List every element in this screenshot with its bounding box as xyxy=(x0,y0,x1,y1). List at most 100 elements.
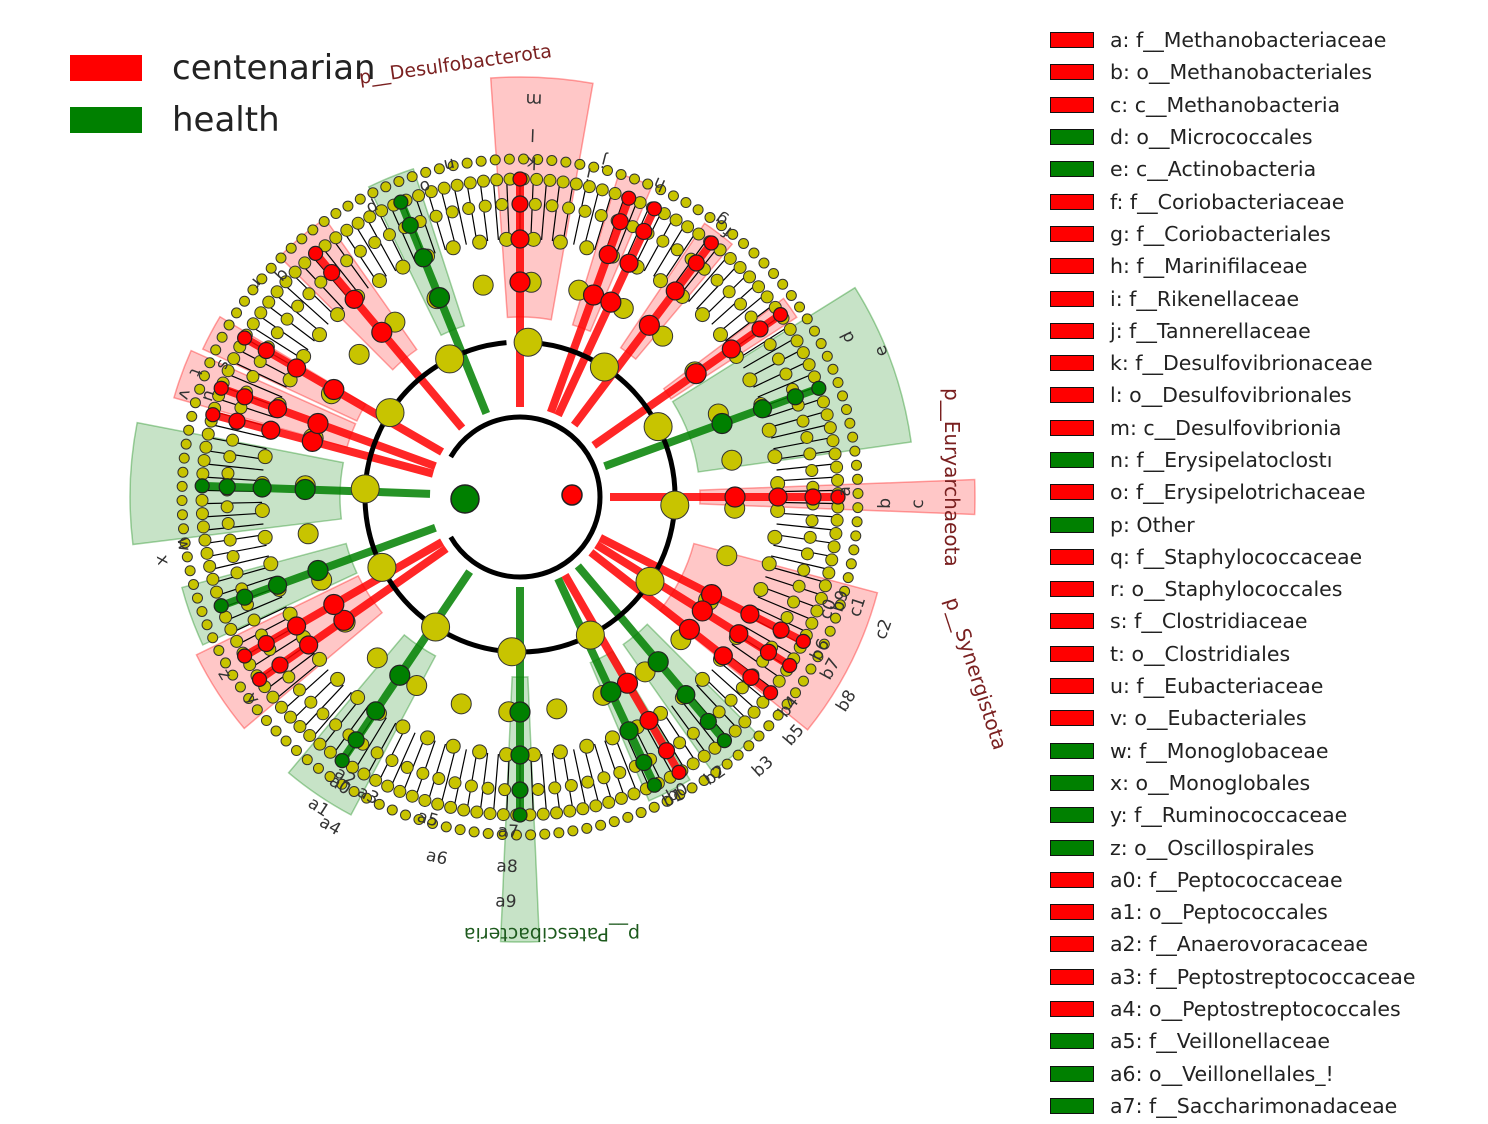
tree-node xyxy=(270,326,284,340)
tree-node xyxy=(316,707,330,721)
tree-node xyxy=(850,530,862,542)
tree-node xyxy=(366,701,386,721)
taxa-legend-swatch xyxy=(1050,161,1094,178)
taxa-legend-item: k: f__Desulfovibrionaceae xyxy=(1050,347,1480,379)
tree-node xyxy=(687,254,705,272)
tree-node xyxy=(429,209,443,223)
tree-node xyxy=(811,380,827,396)
tree-node xyxy=(552,744,568,760)
tree-node xyxy=(286,616,307,636)
tree-node xyxy=(370,746,384,760)
tree-node xyxy=(198,533,212,547)
taxa-legend-item: a4: o__Peptostreptococcales xyxy=(1050,993,1480,1025)
tree-node xyxy=(257,529,273,545)
tree-node xyxy=(218,478,236,496)
taxa-legend-label: s: f__Clostridiaceae xyxy=(1110,609,1308,634)
tree-node xyxy=(578,204,592,218)
tree-node xyxy=(293,720,307,734)
tree-branch xyxy=(242,538,445,660)
tree-node xyxy=(210,585,224,599)
tree-node xyxy=(733,260,747,274)
tree-node xyxy=(589,352,619,382)
tree-node xyxy=(713,327,729,343)
tree-node xyxy=(427,817,439,829)
tree-branch xyxy=(743,337,796,369)
tree-node xyxy=(814,591,828,605)
tree-node xyxy=(639,710,659,731)
tree-node xyxy=(203,559,217,573)
tree-branch xyxy=(312,250,466,431)
tree-node xyxy=(200,546,214,560)
tree-node xyxy=(464,779,478,793)
tree-node xyxy=(400,760,414,774)
tree-node xyxy=(330,307,346,323)
taxa-legend-label: o: f__Erysipelotrichaceae xyxy=(1110,480,1366,505)
tree-node xyxy=(228,412,246,430)
tree-node xyxy=(323,263,341,282)
tree-node xyxy=(821,350,833,362)
tree-node xyxy=(285,242,297,254)
tree-branch xyxy=(242,334,445,456)
tree-node xyxy=(685,363,707,385)
tree-node xyxy=(511,781,529,799)
tree-node xyxy=(680,197,692,209)
tree-node xyxy=(742,372,758,388)
tree-node xyxy=(489,154,501,166)
tree-node xyxy=(710,767,722,779)
tree-branch xyxy=(737,326,789,360)
tree-node xyxy=(350,690,366,706)
tree-node xyxy=(850,459,862,471)
taxa-legend-swatch xyxy=(1050,1001,1094,1018)
tree-node xyxy=(783,322,797,336)
tree-node xyxy=(294,478,316,501)
taxa-legend-item: a0: f__Peptococcaceae xyxy=(1050,864,1480,896)
clade-letter-l: l xyxy=(530,124,535,144)
taxa-legend-item: o: f__Erysipelotrichaceae xyxy=(1050,476,1480,508)
tree-node xyxy=(498,783,512,797)
taxa-legend-swatch xyxy=(1050,387,1094,404)
tree-node xyxy=(420,730,436,746)
tree-node xyxy=(536,807,550,821)
tree-node xyxy=(440,821,452,833)
tree-node xyxy=(582,180,596,194)
tree-branch xyxy=(614,736,638,793)
tree-node xyxy=(760,290,774,304)
tree-node xyxy=(496,829,508,841)
tree-node xyxy=(367,552,397,582)
tree-node xyxy=(221,466,235,480)
tree-node xyxy=(686,757,700,771)
tree-node xyxy=(270,285,284,299)
tree-branch xyxy=(203,463,264,471)
tree-node xyxy=(369,773,383,787)
tree-node xyxy=(825,553,839,567)
tree-node xyxy=(824,625,836,637)
tree-node xyxy=(812,651,824,663)
tree-branch xyxy=(219,524,437,610)
tree-node xyxy=(418,793,432,807)
tree-node xyxy=(483,807,497,821)
tree-branch xyxy=(207,544,267,558)
tree-node xyxy=(246,317,260,331)
tree-node xyxy=(373,798,385,810)
root-node xyxy=(450,484,480,514)
tree-node xyxy=(692,227,706,241)
taxa-legend-swatch xyxy=(1050,484,1094,501)
tree-node xyxy=(205,407,221,423)
taxa-legend-label: h: f__Marinifilaceae xyxy=(1110,254,1308,279)
tree-branch xyxy=(251,634,303,668)
phylum-label-synergistota: p__Synergistota xyxy=(940,594,1012,753)
tree-node xyxy=(198,370,210,382)
taxa-legend-item: a1: o__Peptococcales xyxy=(1050,896,1480,928)
tree-node xyxy=(237,330,253,346)
tree-node xyxy=(196,467,210,481)
tree-node xyxy=(405,789,419,803)
tree-node xyxy=(772,621,790,639)
tree-node xyxy=(461,157,473,169)
tree-node xyxy=(753,730,765,742)
tree-node xyxy=(823,421,837,435)
tree-node xyxy=(670,243,684,257)
tree-node xyxy=(581,822,593,834)
tree-node xyxy=(700,584,723,606)
tree-node xyxy=(345,760,359,774)
tree-branch xyxy=(591,311,783,449)
